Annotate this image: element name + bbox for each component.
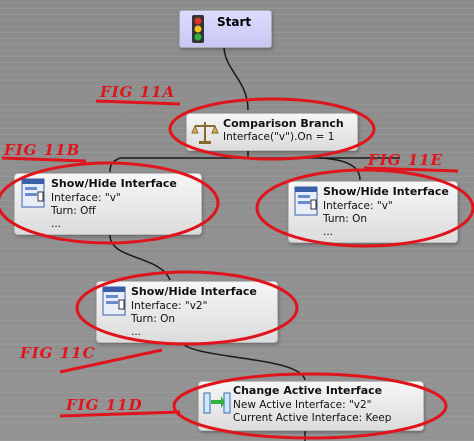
show-hide-b-more: ... <box>51 218 62 230</box>
comparison-branch-node[interactable]: Comparison Branch Interface("v").On = 1 <box>186 113 358 151</box>
show-hide-c-interface: Interface: "v2" <box>131 300 208 312</box>
traffic-light-icon <box>192 15 204 43</box>
interface-window-icon <box>21 178 45 208</box>
wire-branch-to-b <box>109 150 249 173</box>
show-hide-node-b[interactable]: Show/Hide Interface Interface: "v" Turn:… <box>14 173 202 235</box>
start-node[interactable]: Start <box>179 10 272 48</box>
change-active-title: Change Active Interface <box>233 384 383 397</box>
change-active-current: Current Active Interface: Keep <box>233 412 392 424</box>
show-hide-e-more: ... <box>323 226 334 238</box>
balance-scale-icon <box>191 122 219 144</box>
wire-b-to-c <box>109 234 171 281</box>
show-hide-b-interface: Interface: "v" <box>51 192 121 204</box>
show-hide-b-turn: Turn: Off <box>51 205 96 217</box>
start-label: Start <box>217 15 252 29</box>
interface-window-icon <box>102 286 126 316</box>
comparison-branch-title: Comparison Branch <box>223 117 344 130</box>
show-hide-c-turn: Turn: On <box>131 313 176 325</box>
show-hide-c-title: Show/Hide Interface <box>131 285 257 298</box>
comparison-branch-condition: Interface("v").On = 1 <box>223 131 335 143</box>
wire-c-to-d <box>179 339 306 381</box>
show-hide-e-interface: Interface: "v" <box>323 200 393 212</box>
change-active-new: New Active Interface: "v2" <box>233 399 372 411</box>
wire-branch-to-e <box>319 157 361 181</box>
fig-label-11a: FIG 11A <box>100 83 176 101</box>
show-hide-e-turn: Turn: On <box>323 213 368 225</box>
wire-start-to-branch <box>223 45 249 111</box>
interface-window-icon <box>294 186 318 216</box>
show-hide-e-title: Show/Hide Interface <box>323 185 449 198</box>
fig-label-11b: FIG 11B <box>4 141 81 159</box>
fig-label-11c: FIG 11C <box>20 344 96 362</box>
fig-label-11d: FIG 11D <box>66 396 143 414</box>
swap-arrows-icon <box>203 392 231 414</box>
show-hide-node-c[interactable]: Show/Hide Interface Interface: "v2" Turn… <box>96 281 278 343</box>
show-hide-node-e[interactable]: Show/Hide Interface Interface: "v" Turn:… <box>288 181 458 243</box>
fig-label-11e: FIG 11E <box>368 151 444 169</box>
show-hide-b-title: Show/Hide Interface <box>51 177 177 190</box>
change-active-interface-node[interactable]: Change Active Interface New Active Inter… <box>198 381 424 431</box>
show-hide-c-more: ... <box>131 326 142 338</box>
